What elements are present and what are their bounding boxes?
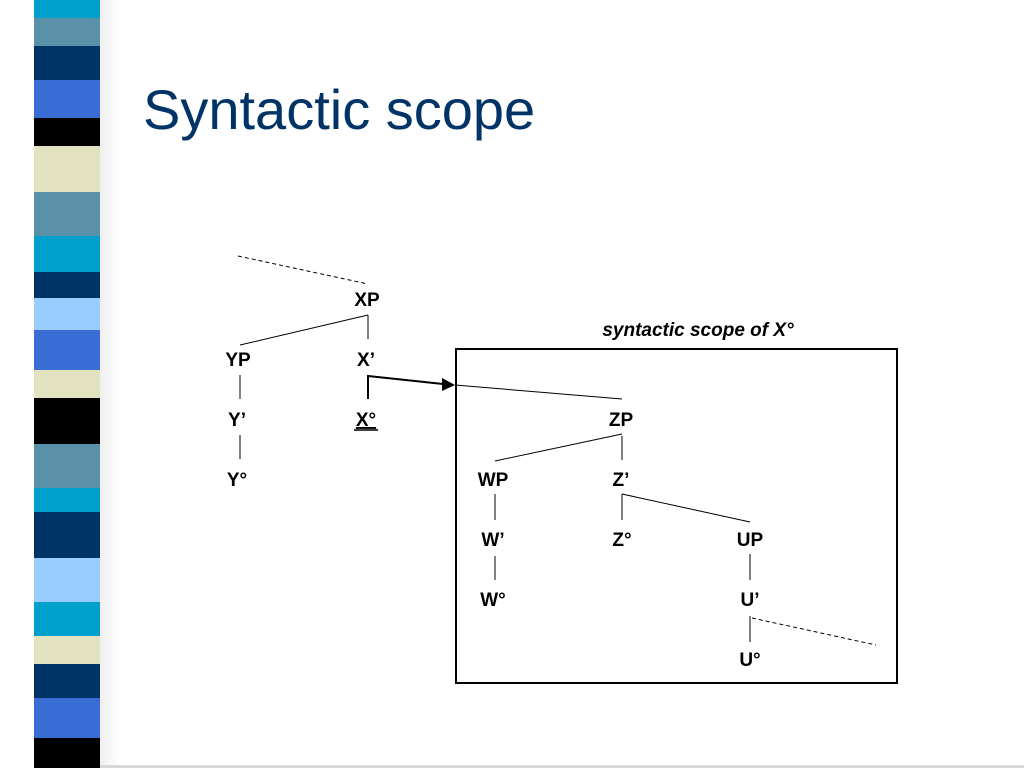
stripe-segment <box>34 236 100 272</box>
branch-x-zp <box>454 384 623 400</box>
scope-arrow <box>367 374 444 385</box>
dashed-line-lower <box>751 617 877 646</box>
stripe-segment <box>34 192 100 236</box>
stripe-segment <box>34 46 100 80</box>
node-z-bar: Z’ <box>613 470 630 491</box>
stripe-segment <box>34 272 100 298</box>
node-x-bar: X’ <box>357 350 375 371</box>
node-x-head: X° <box>356 410 376 431</box>
stripe-segment <box>34 664 100 698</box>
node-wp: WP <box>478 470 509 491</box>
node-y-bar: Y’ <box>228 410 246 431</box>
branch-zp-wp <box>494 433 623 462</box>
stripe-segment <box>34 398 100 444</box>
scope-arrow-head <box>442 378 455 391</box>
node-u-head: U° <box>739 650 760 671</box>
stripe-segment <box>34 118 100 146</box>
node-u-bar: U’ <box>741 590 760 611</box>
stripe-segment <box>34 444 100 488</box>
branch-xp-yp <box>239 314 369 346</box>
stripe-segment <box>34 636 100 664</box>
page-title: Syntactic scope <box>143 78 536 141</box>
stripe-segment <box>34 18 100 46</box>
scope-label: syntactic scope of X° <box>602 320 794 341</box>
stripe-segment <box>34 330 100 370</box>
stripe-segment <box>34 738 100 768</box>
node-xp: XP <box>354 290 380 311</box>
scope-box <box>455 348 898 684</box>
bottom-divider <box>100 765 1024 768</box>
stripe-segment <box>34 0 100 18</box>
dashed-line-upper <box>237 255 369 285</box>
stripe-segment <box>34 512 100 558</box>
stripe-segment <box>34 370 100 398</box>
node-yp: YP <box>225 350 251 371</box>
node-w-bar: W’ <box>481 530 504 551</box>
stripe-segment <box>34 146 100 192</box>
node-up: UP <box>737 530 764 551</box>
branch-zbar-up <box>621 493 751 523</box>
stripe-segment <box>34 602 100 636</box>
node-zp: ZP <box>609 410 634 431</box>
decorative-stripe <box>34 0 100 768</box>
stripe-segment <box>34 80 100 118</box>
node-y-head: Y° <box>227 470 247 491</box>
stripe-segment <box>34 558 100 602</box>
node-w-head: W° <box>480 590 506 611</box>
stripe-segment <box>34 298 100 330</box>
stripe-segment <box>34 488 100 512</box>
node-z-head: Z° <box>612 530 631 551</box>
stripe-segment <box>34 698 100 738</box>
